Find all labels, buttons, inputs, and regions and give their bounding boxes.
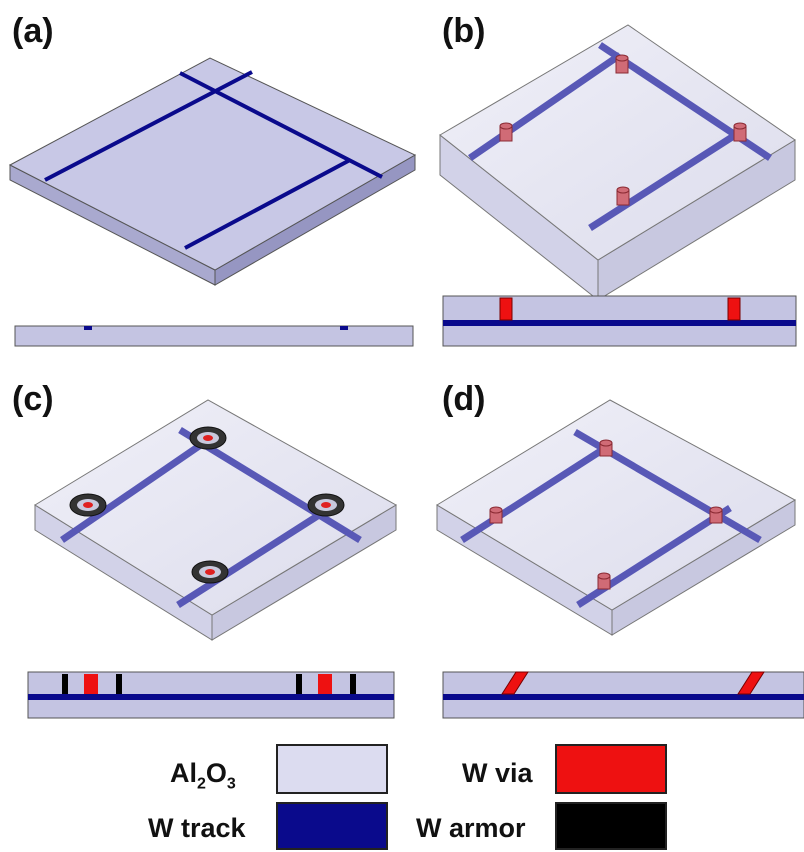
legend-w-via-label: W via [462,758,533,788]
panel-b-track-3 [588,129,742,231]
panel-d-isometric [436,399,797,636]
panel-label-a: (a) [12,12,54,50]
panel-a-track-3 [184,158,351,250]
legend-w-armor-label: W armor [416,813,526,843]
panel-d-cross-section [442,671,804,719]
panel-a-isometric [8,57,417,286]
legend-w-track-swatch [276,802,388,850]
legend-al2o3-swatch [276,744,388,794]
panel-c-cross-section [27,671,395,719]
panel-b-track-1 [468,52,622,161]
legend-w-armor-swatch [555,802,667,850]
panel-label-d: (d) [442,380,486,418]
panel-a-track-2 [44,70,253,182]
panel-b-cross-section [442,295,797,347]
panel-a-top [8,57,417,271]
panel-label-b: (b) [442,12,486,50]
process-diagram [8,24,804,719]
panel-a-cross-section [14,325,414,347]
panel-b-isometric [439,24,796,302]
legend-al2o3-label: Al2O3 [170,758,236,793]
panel-c-isometric [34,399,397,641]
legend-w-via-swatch [555,744,667,794]
panel-label-c: (c) [12,380,54,418]
legend-w-track-label: W track [148,813,246,843]
